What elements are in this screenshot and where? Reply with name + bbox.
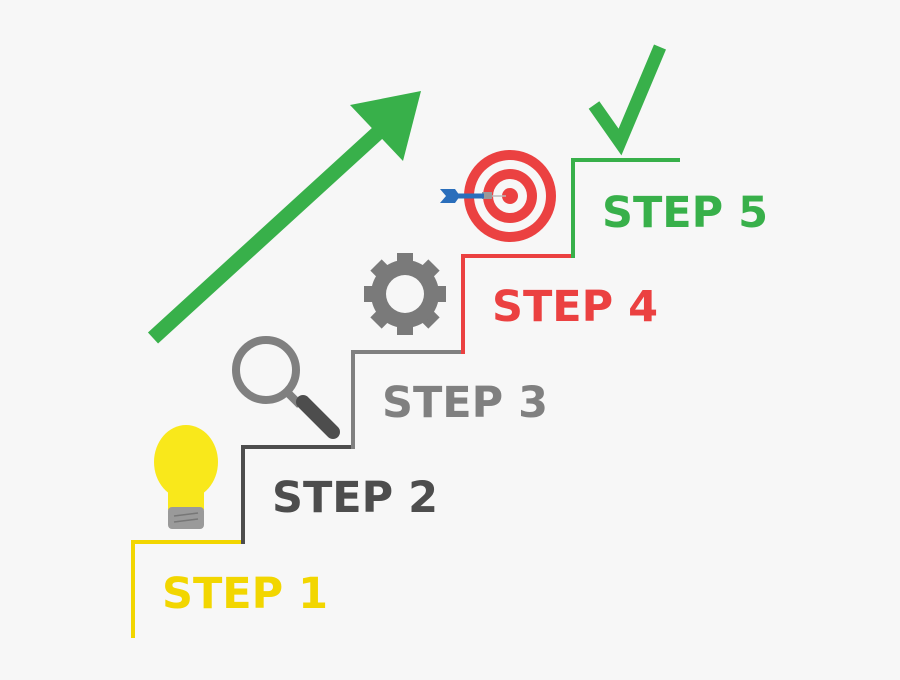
stair-step-1 — [131, 540, 243, 638]
stair-step-4 — [461, 254, 573, 354]
step-5-label: STEP 5 — [602, 188, 769, 238]
step-2-label: STEP 2 — [272, 473, 439, 523]
up-right-arrow-icon — [147, 91, 421, 344]
step-4-label: STEP 4 — [492, 282, 659, 332]
target-dart-icon — [440, 150, 556, 242]
gear-icon — [364, 253, 446, 335]
stair-step-2 — [241, 445, 353, 544]
stair-step-3 — [351, 350, 463, 449]
step-1-label: STEP 1 — [162, 569, 329, 619]
lightbulb-icon — [154, 425, 218, 529]
stair-step-5 — [571, 158, 680, 258]
magnifier-icon — [232, 336, 340, 439]
checkmark-icon — [588, 44, 666, 156]
step-3-label: STEP 3 — [382, 378, 549, 428]
